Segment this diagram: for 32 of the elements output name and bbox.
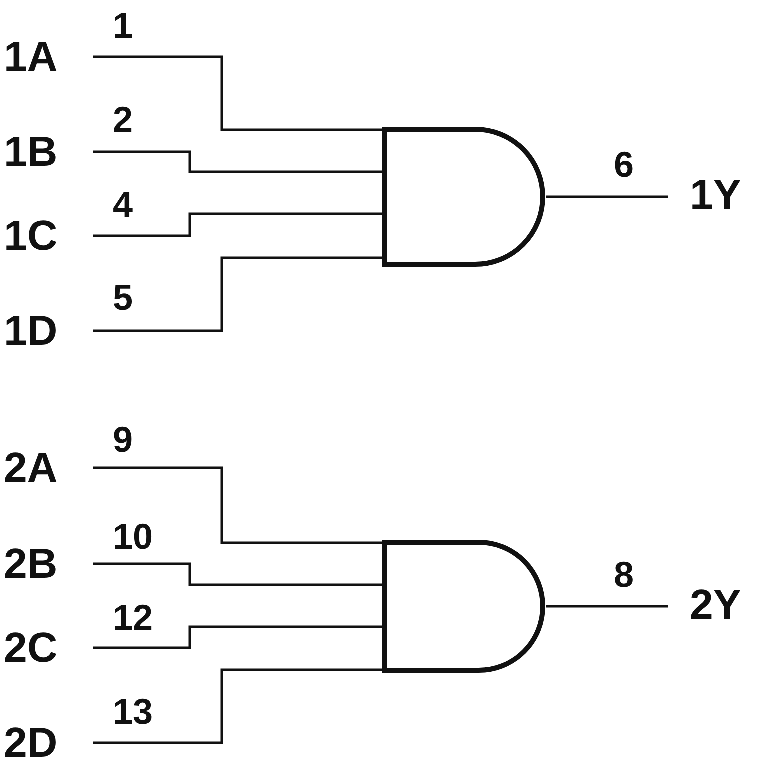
signal-name: 1Y: [690, 174, 742, 216]
pin-number: 8: [614, 557, 634, 593]
pin-number: 4: [113, 187, 134, 223]
and-gate-symbol: [382, 540, 548, 673]
pin-number: 12: [113, 600, 154, 636]
pin-number: 5: [113, 280, 134, 316]
signal-name: 2D: [4, 722, 58, 764]
wire: [546, 196, 668, 198]
pin-number: 13: [113, 694, 154, 730]
signal-name: 1B: [4, 131, 58, 173]
signal-name: 2Y: [690, 584, 742, 626]
signal-name: 2B: [4, 543, 58, 585]
pin-number: 6: [614, 147, 634, 183]
wire: [93, 256, 382, 332]
signal-name: 2A: [4, 447, 58, 489]
wire: [93, 56, 382, 132]
wire: [546, 605, 668, 608]
pin-number: 9: [113, 422, 134, 458]
wire: [93, 668, 382, 744]
signal-name: 1A: [4, 36, 58, 78]
wire: [93, 626, 382, 650]
wire: [93, 212, 382, 238]
pin-number: 10: [113, 519, 154, 555]
pin-number: 2: [113, 102, 134, 138]
wire: [93, 150, 382, 174]
pin-number: 1: [113, 8, 134, 44]
signal-name: 2C: [4, 627, 58, 669]
signal-name: 1D: [4, 310, 58, 352]
signal-name: 1C: [4, 215, 58, 257]
wire: [93, 466, 382, 544]
and-gate-symbol: [382, 127, 548, 267]
wire: [93, 562, 382, 586]
